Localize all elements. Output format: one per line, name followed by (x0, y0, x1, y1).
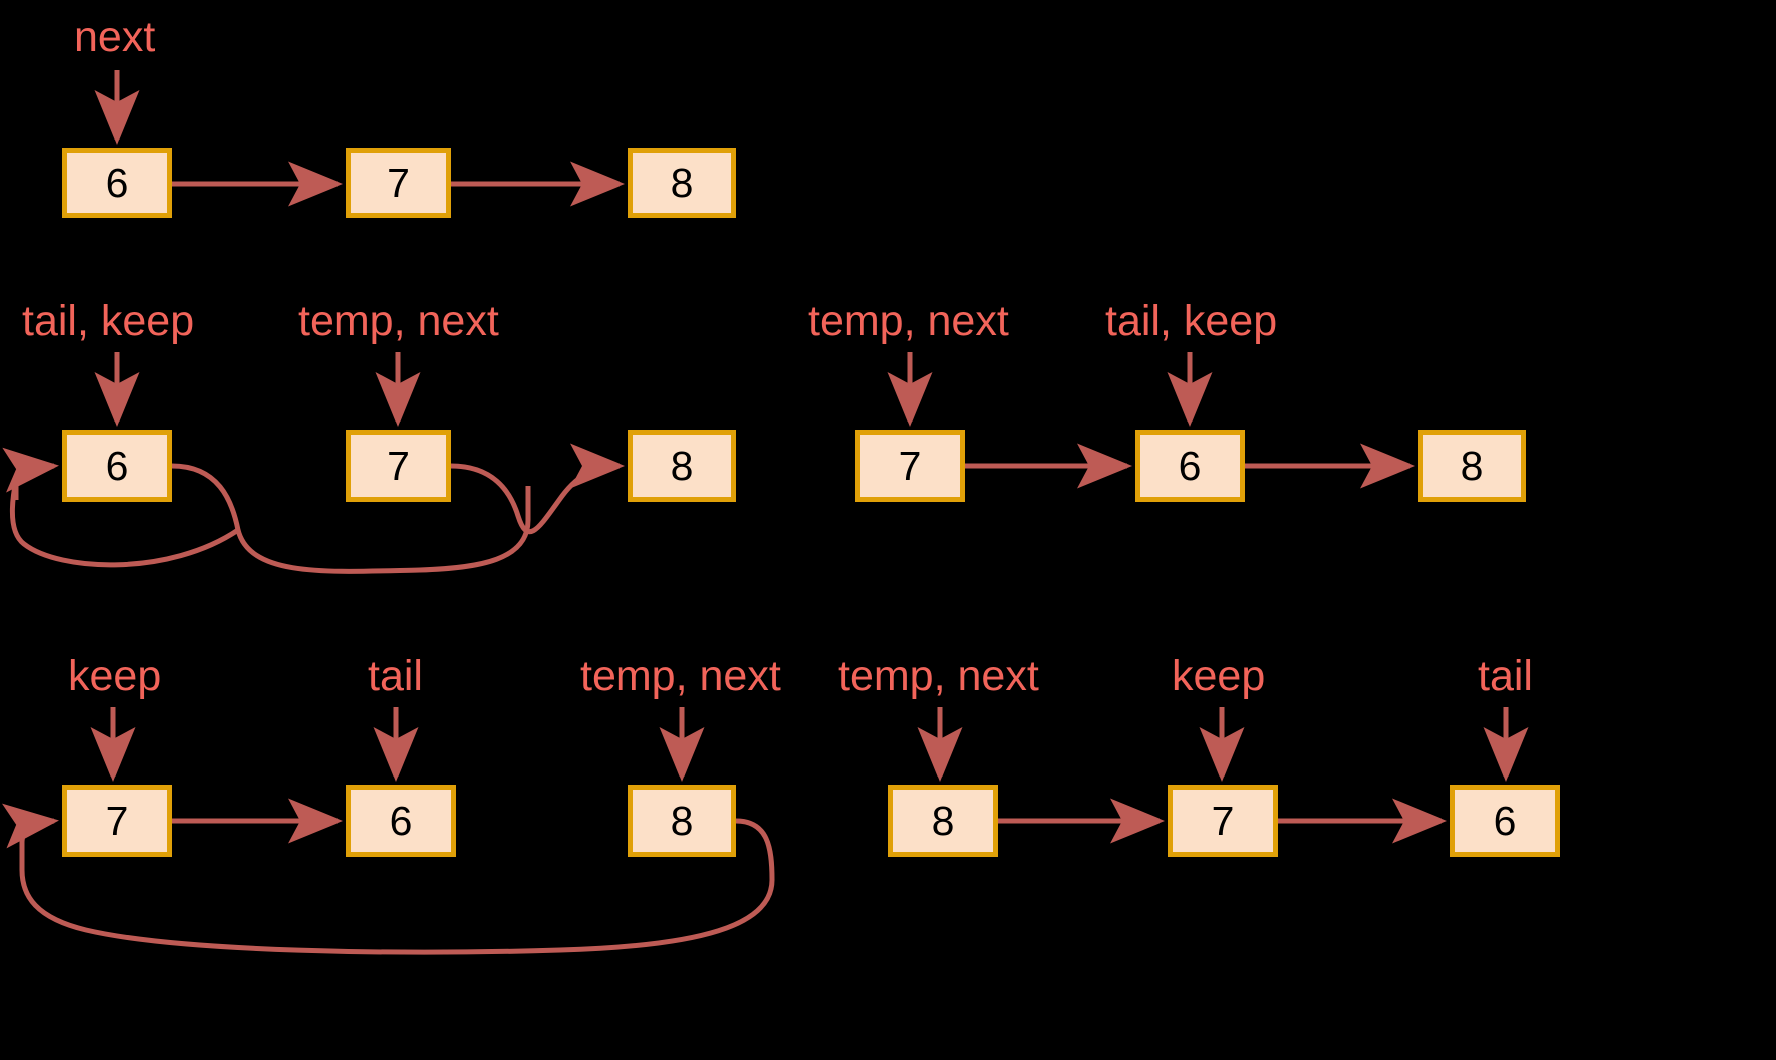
pointer-label: tail (368, 652, 423, 700)
list-node[interactable]: 6 (346, 785, 456, 857)
list-node[interactable]: 6 (1450, 785, 1560, 857)
loopback-long-arrow-head (2, 803, 59, 860)
list-node[interactable]: 8 (628, 148, 736, 218)
pointer-label: tail, keep (22, 297, 195, 345)
list-node[interactable]: 6 (62, 430, 172, 502)
pointer-label: keep (1172, 652, 1266, 700)
loopback-arrow-head (2, 447, 59, 500)
curve-under-arrow (450, 443, 625, 534)
list-node[interactable]: 7 (855, 430, 965, 502)
pointer-label: next (74, 13, 156, 61)
list-node[interactable]: 8 (1418, 430, 1526, 502)
list-node[interactable]: 6 (1135, 430, 1245, 502)
pointer-label: keep (68, 652, 162, 700)
pointer-label: tail, keep (1105, 297, 1278, 345)
list-node[interactable]: 8 (888, 785, 998, 857)
list-node[interactable]: 6 (62, 148, 172, 218)
list-node[interactable]: 7 (346, 148, 451, 218)
pointer-label: temp, next (838, 652, 1039, 700)
list-node[interactable]: 8 (628, 785, 736, 857)
list-node[interactable]: 7 (346, 430, 451, 502)
list-node[interactable]: 7 (1168, 785, 1278, 857)
pointer-label: tail (1478, 652, 1533, 700)
list-node[interactable]: 8 (628, 430, 736, 502)
pointer-label: temp, next (298, 297, 499, 345)
pointer-label: temp, next (808, 297, 1009, 345)
pointer-label: temp, next (580, 652, 781, 700)
list-node[interactable]: 7 (62, 785, 172, 857)
